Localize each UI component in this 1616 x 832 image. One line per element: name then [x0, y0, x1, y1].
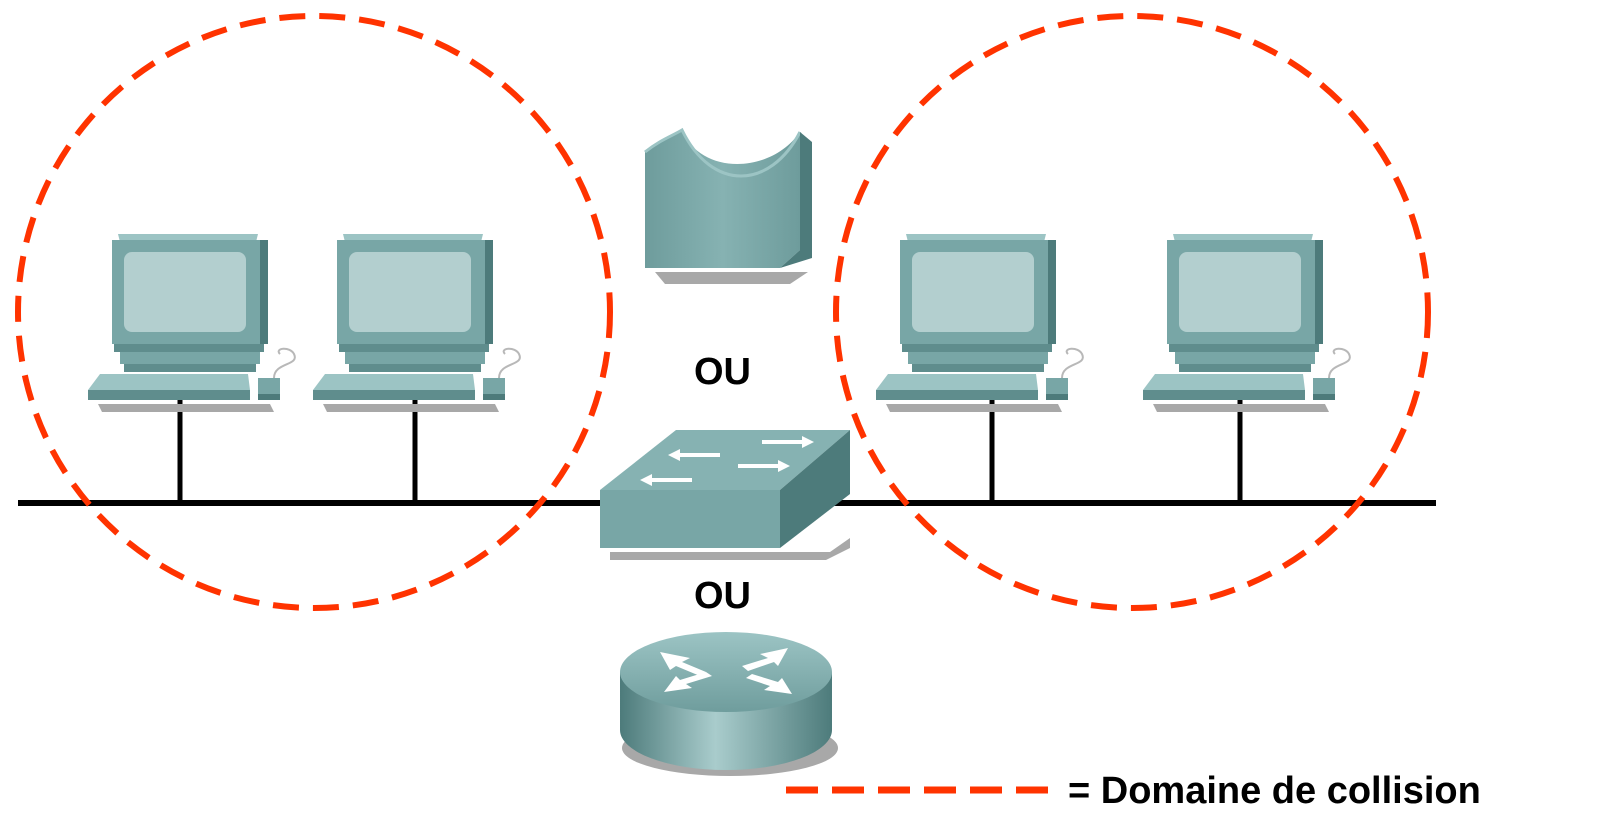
- drop-cables: [177, 400, 1243, 503]
- workstation-icon: [87, 233, 296, 413]
- router-icon: [620, 632, 838, 776]
- bridge-icon: [644, 127, 812, 284]
- workstation-icon: [312, 233, 521, 413]
- collision-domain-circle-left: [15, 13, 613, 611]
- legend: = Domaine de collision: [786, 770, 1481, 812]
- collision-domain-circle-right: [833, 13, 1431, 611]
- workstation-icon: [1142, 233, 1351, 413]
- or-label-top: OU: [694, 351, 751, 393]
- switch-icon: [600, 430, 850, 560]
- legend-text: = Domaine de collision: [1068, 770, 1481, 812]
- or-label-bottom: OU: [694, 575, 751, 617]
- workstation-icon: [875, 233, 1084, 413]
